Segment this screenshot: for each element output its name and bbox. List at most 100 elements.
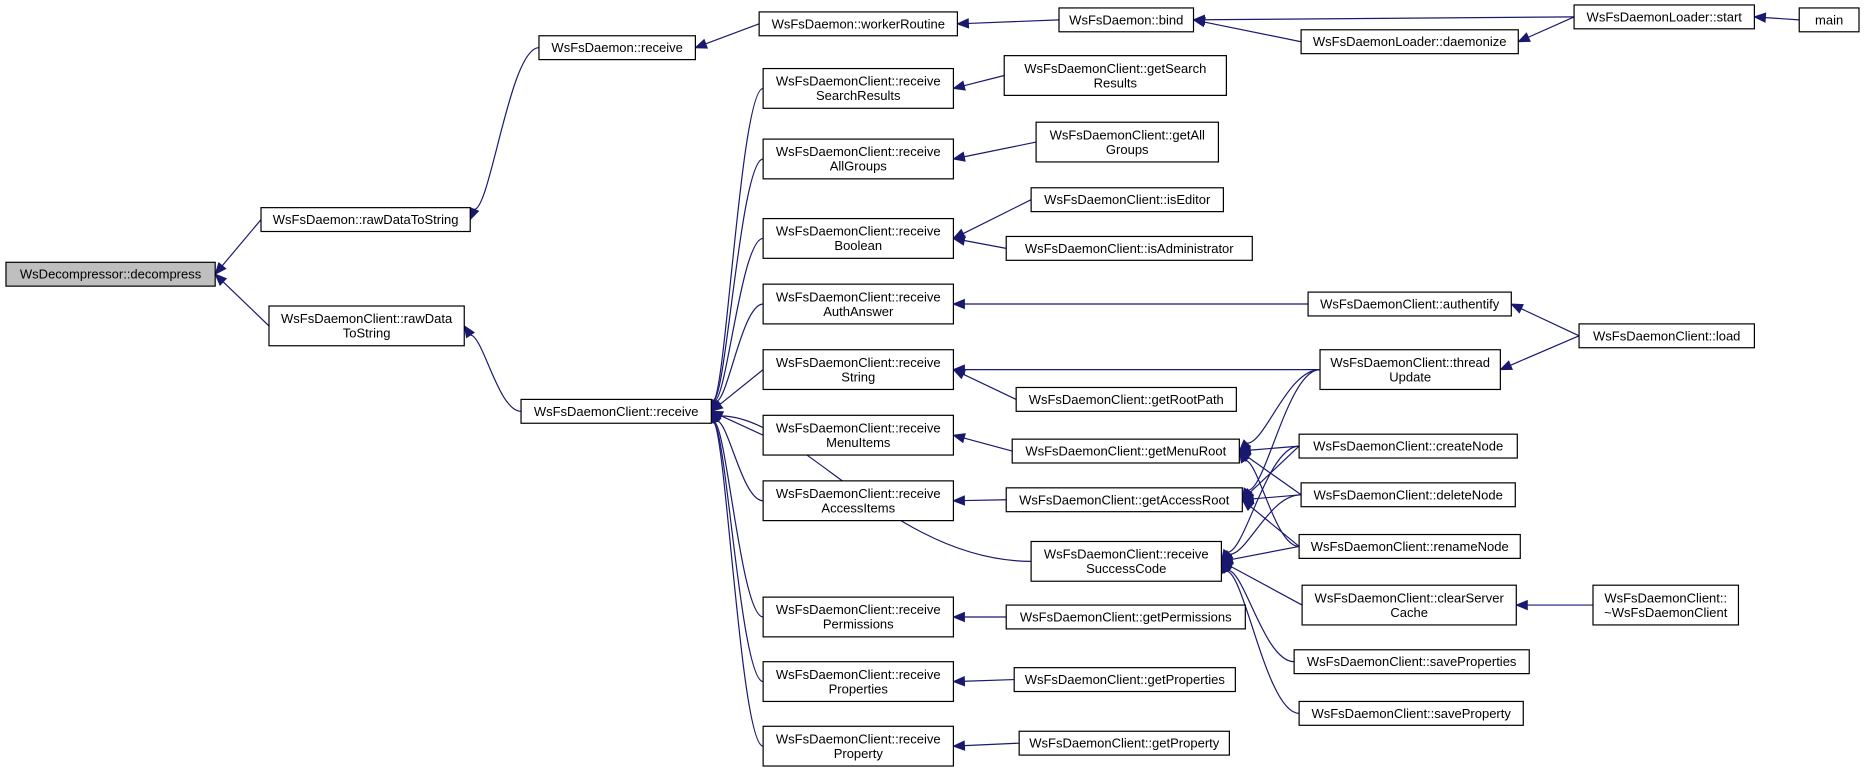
- node-box: [1300, 29, 1519, 55]
- edge-line: [474, 47, 540, 210]
- node-getProps[interactable]: WsFsDaemonClient::getProperties: [1013, 667, 1236, 693]
- edge-authentify-to-rAuth: [952, 298, 1309, 310]
- node-label: WsFsDaemonClient::createNode: [1313, 439, 1503, 454]
- edge-isEditor-to-rBool: [952, 199, 1032, 240]
- edge-getMenuRoot-to-rMenu: [952, 433, 1013, 452]
- node-daemonize[interactable]: WsFsDaemonLoader::daemonize: [1300, 29, 1519, 55]
- node-label: WsFsDaemonClient::getAccessRoot: [1019, 492, 1230, 507]
- arrowhead-icon: [1192, 17, 1206, 28]
- edge-line: [1246, 369, 1321, 444]
- node-label: WsFsDaemonClient::deleteNode: [1314, 487, 1503, 502]
- edge-line: [964, 678, 1015, 682]
- edge-daemonize-to-bind: [1192, 17, 1302, 43]
- node-saveProps[interactable]: WsFsDaemonClient::saveProperties: [1293, 649, 1530, 675]
- node-label: WsFsDaemonClient::receive: [776, 224, 941, 239]
- node-box: [1578, 323, 1755, 349]
- arrowhead-icon: [952, 495, 966, 506]
- node-getPerms[interactable]: WsFsDaemonClient::getPermissions: [1005, 604, 1246, 630]
- node-box: [1592, 584, 1740, 626]
- edge-loaderStart-to-bind: [1192, 14, 1575, 26]
- edge-line: [1250, 506, 1300, 547]
- node-box: [1293, 649, 1530, 675]
- node-label: main: [1815, 12, 1843, 27]
- node-isAdmin[interactable]: WsFsDaemonClient::isAdministrator: [1005, 235, 1253, 261]
- node-box: [1798, 7, 1860, 33]
- node-clientRawData[interactable]: WsFsDaemonClient::rawDataToString: [268, 305, 465, 347]
- node-box: [1573, 4, 1755, 30]
- edge-line: [968, 19, 1060, 25]
- node-box: [5, 261, 216, 287]
- edge-rProps-to-clientReceive: [708, 410, 764, 683]
- edge-getPerms-to-rPerm: [952, 611, 1007, 623]
- node-box: [268, 305, 465, 347]
- edge-line: [716, 420, 764, 502]
- edge-renameNode-to-getMenuRoot: [1238, 449, 1300, 548]
- node-box: [1030, 187, 1224, 213]
- arrowhead-icon: [1517, 32, 1531, 43]
- arrowhead-icon: [1510, 303, 1524, 314]
- node-box: [762, 349, 955, 391]
- node-saveProp[interactable]: WsFsDaemonClient::saveProperty: [1298, 700, 1524, 726]
- node-createNode[interactable]: WsFsDaemonClient::createNode: [1298, 433, 1518, 459]
- node-getRootPath[interactable]: WsFsDaemonClient::getRootPath: [1015, 386, 1237, 412]
- arrowhead-icon: [952, 235, 966, 246]
- node-label: WsFsDaemonClient::authentify: [1320, 297, 1500, 312]
- edge-renameNode-to-getAccessRoot: [1241, 498, 1300, 547]
- edge-line: [705, 23, 760, 45]
- arrowhead-icon: [1238, 449, 1250, 464]
- node-label: WsFsDaemonClient::getSearch: [1024, 61, 1206, 76]
- node-box: [1319, 349, 1501, 391]
- node-box: [1018, 730, 1230, 756]
- node-destructor[interactable]: WsFsDaemonClient::~WsFsDaemonClient: [1592, 584, 1740, 626]
- node-daemonReceive[interactable]: WsFsDaemon::receive: [538, 35, 696, 61]
- node-authentify[interactable]: WsFsDaemonClient::authentify: [1307, 291, 1512, 317]
- edge-line: [1244, 459, 1300, 548]
- edge-line: [1765, 17, 1800, 21]
- node-box: [762, 480, 955, 522]
- node-clientReceive[interactable]: WsFsDaemonClient::receive: [520, 398, 712, 424]
- node-getProp[interactable]: WsFsDaemonClient::getProperty: [1018, 730, 1230, 756]
- node-loaderStart[interactable]: WsFsDaemonLoader::start: [1573, 4, 1755, 30]
- edge-line: [1232, 545, 1300, 560]
- node-renameNode[interactable]: WsFsDaemonClient::renameNode: [1298, 533, 1521, 559]
- node-label: WsFsDaemonClient::receive: [776, 602, 941, 617]
- edge-rPerm-to-clientReceive: [709, 410, 764, 618]
- node-getMenuRoot[interactable]: WsFsDaemonClient::getMenuRoot: [1011, 438, 1240, 464]
- arrowhead-icon: [710, 400, 724, 413]
- node-label: WsFsDaemonClient::receive: [776, 355, 941, 370]
- node-box: [762, 661, 955, 703]
- node-main[interactable]: main: [1798, 7, 1860, 33]
- node-label: Cache: [1390, 605, 1428, 620]
- arrowhead-icon: [1514, 599, 1528, 611]
- node-deleteNode[interactable]: WsFsDaemonClient::deleteNode: [1300, 482, 1516, 508]
- node-box: [1005, 604, 1246, 630]
- node-bind[interactable]: WsFsDaemon::bind: [1058, 7, 1195, 33]
- node-load[interactable]: WsFsDaemonClient::load: [1578, 323, 1755, 349]
- edge-getProps-to-rProps: [952, 675, 1015, 687]
- node-label: WsFsDaemon::workerRoutine: [772, 16, 945, 31]
- edge-rSearch-to-clientReceive: [707, 87, 764, 413]
- node-label: WsFsDaemonClient::: [1604, 590, 1727, 605]
- node-rawDataToString[interactable]: WsFsDaemon::rawDataToString: [260, 207, 471, 233]
- node-getAccessRoot[interactable]: WsFsDaemonClient::getAccessRoot: [1005, 487, 1243, 513]
- node-decompress[interactable]: WsDecompressor::decompress: [5, 261, 216, 287]
- node-isEditor[interactable]: WsFsDaemonClient::isEditor: [1030, 187, 1224, 213]
- edge-saveProp-to-rSuccess: [1220, 560, 1300, 714]
- node-box: [1015, 386, 1237, 412]
- node-workerRoutine[interactable]: WsFsDaemon::workerRoutine: [758, 11, 958, 37]
